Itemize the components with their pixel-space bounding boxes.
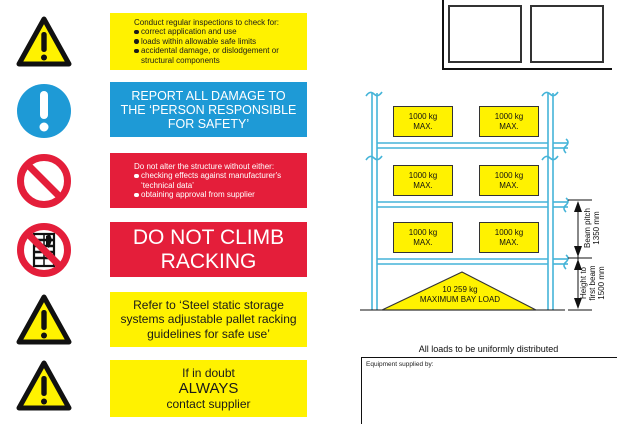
racking-diagram <box>360 91 592 311</box>
load-weight: 1000 kg <box>408 227 438 237</box>
sign-line: FOR SAFETY’ <box>167 116 250 131</box>
sign-line: contact supplier <box>166 396 251 411</box>
sign-line: THE ‘PERSON RESPONSIBLE <box>120 102 297 117</box>
sign-line: systems adjustable pallet racking <box>120 312 297 327</box>
warning-triangle-icon <box>16 16 72 67</box>
sign-line: RACKING <box>160 249 257 273</box>
warning-triangle-icon <box>16 294 72 345</box>
do-not-climb-sign-panel: DO NOT CLIMB RACKING <box>110 222 307 277</box>
bay-load-caption: MAXIMUM BAY LOAD <box>419 295 501 304</box>
no-climbing-icon <box>17 223 71 277</box>
load-weight: 1000 kg <box>408 111 438 121</box>
contact-supplier-sign-panel: If in doubt ALWAYS contact supplier <box>110 360 307 417</box>
list-item: checking effects against manufacturer's … <box>134 171 297 190</box>
beam-pitch-dimension: Beam pitch 1350 mm <box>583 200 601 256</box>
sign-line: If in doubt <box>182 366 235 380</box>
refer-guidelines-sign-panel: Refer to ‘Steel static storage systems a… <box>110 292 307 347</box>
bay-load-weight: 10 259 kg <box>442 285 478 294</box>
load-weight: 1000 kg <box>408 170 438 180</box>
frame-vertical-line <box>442 0 444 70</box>
unit-load-box: 1000 kg MAX. <box>393 222 453 253</box>
first-beam-dimension: Height to first beam 1500 mm <box>579 257 606 309</box>
load-weight: 1000 kg <box>494 227 524 237</box>
unit-load-box: 1000 kg MAX. <box>479 165 539 196</box>
max-bay-load-label: 10 259 kg MAXIMUM BAY LOAD <box>400 285 520 305</box>
load-label: MAX. <box>413 237 433 247</box>
report-damage-sign-panel: REPORT ALL DAMAGE TO THE ‘PERSON RESPONS… <box>110 82 307 137</box>
beam-pitch-label: Beam pitch <box>583 207 592 249</box>
frame-horizontal-line <box>442 68 612 70</box>
inspection-heading: Conduct regular inspections to check for… <box>134 17 279 27</box>
beam-pitch-value: 1350 mm <box>592 211 601 245</box>
load-label: MAX. <box>499 121 519 131</box>
supplier-label: Equipment supplied by: <box>366 361 434 368</box>
load-label: MAX. <box>413 121 433 131</box>
mandatory-exclamation-icon <box>17 84 71 138</box>
label-box-right <box>530 5 604 63</box>
load-label: MAX. <box>499 237 519 247</box>
sign-line-emphasis: ALWAYS <box>178 379 239 397</box>
inspection-list: correct application and use loads within… <box>134 27 297 65</box>
supplier-box: Equipment supplied by: <box>361 357 617 424</box>
alter-list: checking effects against manufacturer's … <box>134 171 297 200</box>
first-beam-label: first beam <box>588 265 597 301</box>
do-not-alter-sign-panel: Do not alter the structure without eithe… <box>110 153 307 208</box>
uniform-load-note: All loads to be uniformly distributed <box>418 344 559 354</box>
sign-line: guidelines for safe use’ <box>147 326 270 341</box>
unit-load-box: 1000 kg MAX. <box>393 106 453 137</box>
list-item: obtaining approval from supplier <box>134 190 297 200</box>
prohibition-icon <box>17 154 71 208</box>
unit-load-box: 1000 kg MAX. <box>479 106 539 137</box>
alter-heading: Do not alter the structure without eithe… <box>134 161 275 171</box>
load-weight: 1000 kg <box>494 111 524 121</box>
load-weight: 1000 kg <box>494 170 524 180</box>
first-beam-value: 1500 mm <box>597 266 606 300</box>
warning-triangle-icon <box>16 360 72 411</box>
list-item: loads within allowable safe limits <box>134 37 297 47</box>
sign-line: REPORT ALL DAMAGE TO <box>131 88 286 103</box>
label-box-left <box>448 5 522 63</box>
unit-load-box: 1000 kg MAX. <box>393 165 453 196</box>
sign-line: Refer to ‘Steel static storage <box>133 297 284 312</box>
load-label: MAX. <box>413 180 433 190</box>
unit-load-box: 1000 kg MAX. <box>479 222 539 253</box>
list-item: accidental damage, or dislodgement or st… <box>134 46 297 65</box>
inspection-sign-panel: Conduct regular inspections to check for… <box>110 13 307 70</box>
first-beam-label: Height to <box>579 266 588 300</box>
load-label: MAX. <box>499 180 519 190</box>
sign-line: DO NOT CLIMB <box>132 225 285 249</box>
list-item: correct application and use <box>134 27 297 37</box>
